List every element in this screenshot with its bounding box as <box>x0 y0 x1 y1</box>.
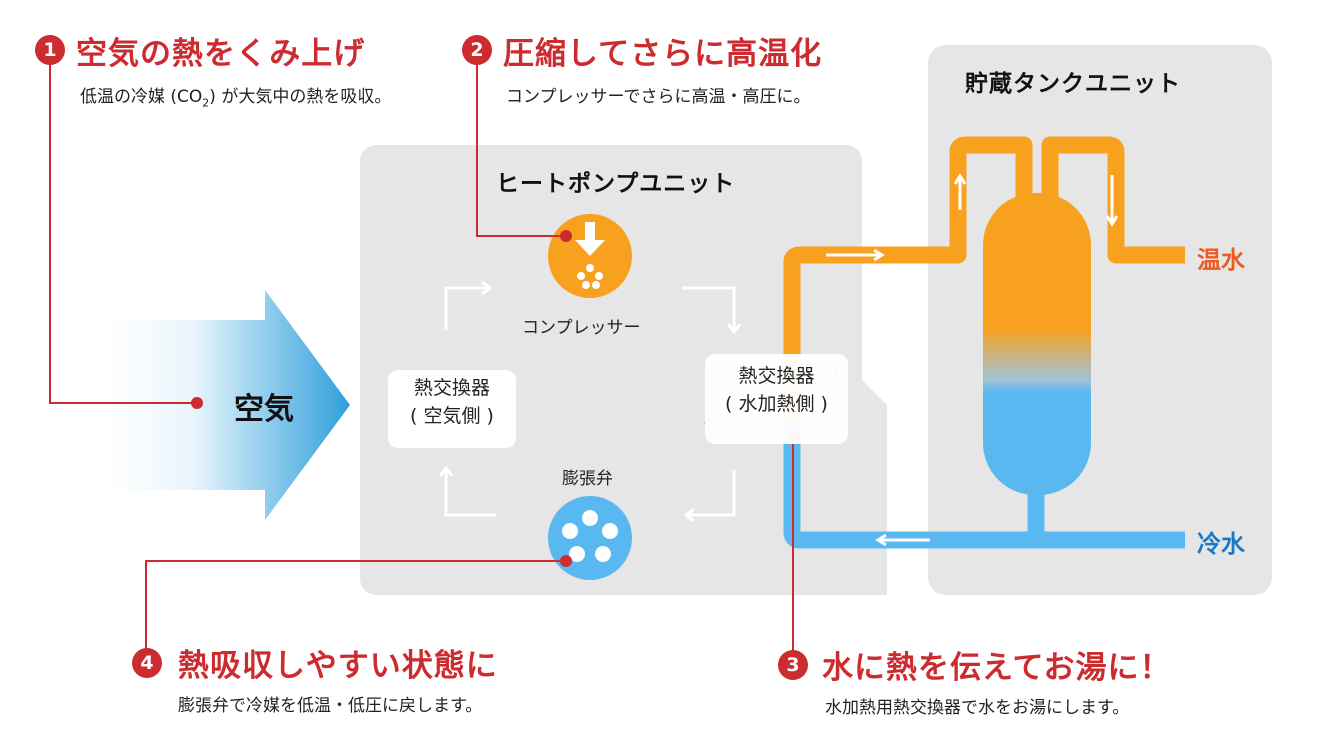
step-3-badge: 3 <box>778 650 808 680</box>
expansion-valve-icon <box>548 496 632 580</box>
hx-water-side-box: 熱交換器 ( 水加熱側 ) <box>705 354 848 444</box>
leader-lines <box>49 62 794 652</box>
step-2-badge: 2 <box>462 35 492 65</box>
compressor-label: コンプレッサー <box>522 318 641 338</box>
leader-line-2 <box>476 62 566 237</box>
hot-water-supply-pipe <box>783 136 1033 430</box>
expansion-valve-label: 膨張弁 <box>562 469 613 489</box>
flow-arrows <box>438 173 1119 547</box>
hot-water-outlet-pipe <box>1041 136 1185 264</box>
air-label: 空気 <box>234 392 294 427</box>
step-1-desc: 低温の冷媒 (CO2) が大気中の熱を吸収。 <box>80 87 392 110</box>
compressor-particles <box>577 264 603 289</box>
flow-arrow-tank-down-head <box>1105 215 1119 227</box>
hx-air-side-label-1: 熱交換器 <box>413 377 490 399</box>
flow-arrow-bottom-left-head <box>438 465 454 477</box>
hx-air-side-label-2: ( 空気側 ) <box>410 405 494 427</box>
heat-pump-unit-title: ヒートポンプユニット <box>496 171 736 197</box>
storage-tank-unit-panel <box>928 45 1272 595</box>
step-1-badge: 1 <box>35 35 65 65</box>
flow-arrow-cold-left-head <box>875 533 887 547</box>
hx-water-side-label-1: 熱交換器 <box>738 365 815 387</box>
storage-tank-unit-title: 貯蔵タンクユニット <box>965 71 1181 97</box>
cold-water-label: 冷水 <box>1197 530 1245 558</box>
flow-arrow-hot-right-head <box>873 248 885 262</box>
flow-arrow-tank-up-head <box>953 173 967 185</box>
step-2-title: 圧縮してさらに高温化 <box>503 36 823 72</box>
hx-air-side-box: 熱交換器 ( 空気側 ) <box>388 370 516 448</box>
flow-arrow-top-right <box>682 286 736 330</box>
air-flow-arrow <box>110 290 350 520</box>
leader-dot-4 <box>560 555 572 567</box>
leader-dot-1 <box>191 397 203 409</box>
leader-line-1 <box>49 62 197 404</box>
step-2-desc: コンプレッサーでさらに高温・高圧に。 <box>506 87 811 107</box>
flow-arrow-top-left <box>444 286 488 330</box>
storage-tank <box>983 193 1091 495</box>
step-1-title: 空気の熱をくみ上げ <box>76 36 366 72</box>
hx-water-side-label-2: ( 水加熱側 ) <box>725 393 828 415</box>
flow-arrow-top-left-head <box>481 280 492 296</box>
flow-arrow-bottom-left <box>444 470 496 517</box>
step-3-desc: 水加熱用熱交換器で水をお湯にします。 <box>825 698 1130 718</box>
step-4-badge: 4 <box>132 648 162 678</box>
step-3-title: 水に熱を伝えてお湯に！ <box>822 650 1172 686</box>
expansion-valve-particles <box>562 510 618 562</box>
flow-arrow-bottom-right-head <box>683 507 695 523</box>
hot-water-label: 温水 <box>1197 246 1245 274</box>
step-4-title: 熱吸収しやすい状態に <box>178 648 498 684</box>
flow-arrow-bottom-right <box>688 470 736 517</box>
compressor-arrow-shaft <box>585 222 595 242</box>
flow-arrow-top-right-head <box>726 323 742 335</box>
step-4-desc: 膨張弁で冷媒を低温・低圧に戻します。 <box>178 696 483 716</box>
leader-line-4 <box>145 560 566 650</box>
compressor-arrow-head <box>575 240 605 256</box>
leader-dot-2 <box>560 230 572 242</box>
